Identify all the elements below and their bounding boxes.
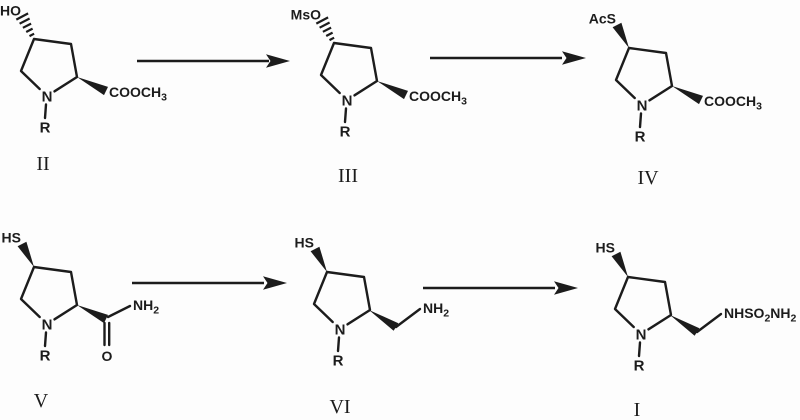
structure-I: HS NHSO2NH2 N R I <box>596 240 797 420</box>
n-r-bond <box>336 336 341 353</box>
top-group-label: HS <box>295 235 314 251</box>
solid-wedge-bond-amide <box>77 305 108 324</box>
side-group-subscript: 2 <box>791 313 797 325</box>
pyrrolidine-ring <box>19 37 79 93</box>
arrowhead-icon <box>263 276 287 290</box>
side-group-label: COOCH3 <box>109 84 167 104</box>
pyrrolidine-ring <box>312 270 372 326</box>
compound-numeral: I <box>634 399 641 420</box>
side-group-subscript: 2 <box>153 305 159 317</box>
hashed-wedge-bond <box>15 12 35 38</box>
ch2-n-bond <box>695 312 723 334</box>
solid-wedge-bond-ester <box>672 86 703 105</box>
pyrrolidine-ring <box>613 275 673 331</box>
compound-numeral: IV <box>637 167 659 189</box>
n-r-bond <box>638 112 643 129</box>
carbonyl-oxygen-label: O <box>102 348 113 364</box>
ch2-n-bond <box>394 307 422 329</box>
pyrrolidine-ring <box>614 46 674 102</box>
solid-wedge-bond-ester <box>77 77 108 96</box>
n-r-bond <box>43 331 48 348</box>
side-group-subscript: 3 <box>756 101 762 113</box>
solid-wedge-bond-ester <box>377 81 408 100</box>
side-group-subscript: 3 <box>161 92 167 104</box>
carbonyl-double-bond <box>103 321 111 347</box>
nitrogen-label: N <box>335 322 346 339</box>
compound-numeral: V <box>34 390 49 412</box>
top-group-label: HS <box>2 230 21 246</box>
n-r-bond <box>43 103 48 120</box>
structure-V: HS O NH2 N R V <box>2 230 160 413</box>
reaction-arrow-III-to-IV <box>430 51 586 65</box>
reaction-arrow-VI-to-I <box>423 281 578 295</box>
nitrogen-label: N <box>342 93 353 110</box>
structure-IV: AcS COOCH3 N R IV <box>589 11 762 190</box>
structure-VI: HS NH2 N R VI <box>295 235 450 419</box>
hashed-wedge-bond <box>315 16 335 42</box>
n-r-bond <box>637 341 642 358</box>
structure-II: HO COOCH3 N R II <box>0 3 167 176</box>
side-group-label: NHSO2NH2 <box>724 305 797 325</box>
r-group-label: R <box>40 348 51 365</box>
nitrogen-label: N <box>636 327 647 344</box>
top-group-label: HS <box>596 240 615 256</box>
solid-wedge-bond-methylene <box>369 310 399 331</box>
solid-wedge-bond-top <box>17 241 34 267</box>
solid-wedge-bond-top <box>612 22 629 48</box>
pyrrolidine-ring <box>19 265 79 321</box>
top-group-label: MsO <box>291 7 321 23</box>
n-r-bond <box>343 107 348 124</box>
r-group-label: R <box>634 358 645 375</box>
solid-wedge-bond-top <box>310 246 327 272</box>
side-group-subscript: 2 <box>443 308 449 320</box>
side-group-label: NH2 <box>423 300 449 320</box>
nitrogen-label: N <box>637 98 648 115</box>
compound-numeral: VI <box>329 396 350 418</box>
top-group-label: AcS <box>589 11 616 27</box>
reaction-arrow-V-to-VI <box>132 276 287 290</box>
side-group-base: NH <box>770 305 790 321</box>
r-group-label: R <box>333 353 344 370</box>
reaction-arrow-II-to-III <box>137 54 290 68</box>
r-group-label: R <box>340 124 351 141</box>
top-group-label: HO <box>0 3 21 19</box>
side-group-subscript: 2 <box>764 313 770 325</box>
arrowhead-icon <box>562 51 586 65</box>
side-group-base: COOCH <box>409 88 461 104</box>
side-group-subscript: 3 <box>461 96 467 108</box>
r-group-label: R <box>40 120 51 137</box>
side-group-base: COOCH <box>704 93 756 109</box>
side-group-base: NH <box>133 297 153 313</box>
structure-III: MsO COOCH3 N R III <box>291 7 467 188</box>
side-group-label: NH2 <box>133 297 159 317</box>
arrowhead-icon <box>554 281 578 295</box>
side-group-base: COOCH <box>109 84 161 100</box>
side-group-label: COOCH3 <box>409 88 467 108</box>
pyrrolidine-ring <box>319 41 379 97</box>
arrowhead-icon <box>266 54 290 68</box>
compound-numeral: II <box>36 153 49 175</box>
r-group-label: R <box>635 129 646 146</box>
nitrogen-label: N <box>42 317 53 334</box>
c-n-bond <box>106 304 132 319</box>
solid-wedge-bond-methylene <box>670 315 700 336</box>
side-group-base: NHSO <box>724 305 765 321</box>
side-group-base: NH <box>423 300 443 316</box>
nitrogen-label: N <box>42 89 53 106</box>
solid-wedge-bond-top <box>611 251 628 277</box>
side-group-label: COOCH3 <box>704 93 762 113</box>
compound-numeral: III <box>338 165 358 187</box>
